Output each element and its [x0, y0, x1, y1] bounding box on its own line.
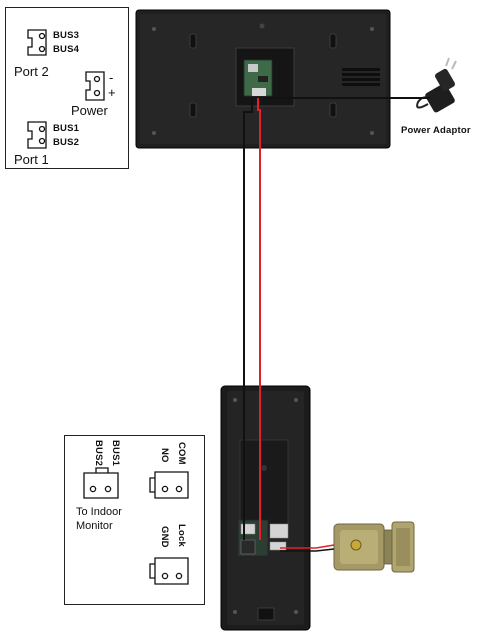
power-pin-plus: +	[108, 85, 116, 100]
power-adaptor-label: Power Adaptor	[401, 125, 471, 136]
port1-terminal-icon	[27, 121, 47, 149]
port2-terminal-icon	[27, 29, 47, 56]
port2-pin-bus3: BUS3	[53, 30, 80, 41]
lock-gnd-terminal-icon	[149, 557, 189, 585]
lock-pin-lock: Lock	[176, 524, 187, 547]
lock-pin-com: COM	[176, 442, 187, 465]
bus-pin-bus2: BUS2	[93, 440, 104, 467]
lock-pin-gnd: GND	[159, 526, 170, 548]
wires	[243, 97, 430, 552]
port2-pin-bus4: BUS4	[53, 44, 80, 55]
com-no-terminal-icon	[149, 471, 189, 499]
power-label: Power	[71, 103, 108, 118]
port1-pin-bus2: BUS2	[53, 137, 80, 148]
port-legend-panel	[5, 7, 129, 169]
electric-lock	[333, 521, 415, 573]
bus-pin-bus1: BUS1	[110, 440, 121, 467]
bus-terminal-icon	[83, 467, 119, 499]
bus-caption-line2: Monitor	[76, 520, 113, 532]
power-terminal-icon	[85, 71, 105, 101]
port1-label: Port 1	[14, 152, 49, 167]
power-pin-minus: -	[109, 70, 114, 85]
outdoor-station	[220, 385, 311, 631]
port1-pin-bus1: BUS1	[53, 123, 80, 134]
port2-label: Port 2	[14, 64, 49, 79]
bus-caption-line1: To Indoor	[76, 506, 122, 518]
lock-pin-no: NO	[159, 448, 170, 463]
power-adaptor-icon	[416, 57, 457, 113]
indoor-monitor	[135, 9, 391, 149]
